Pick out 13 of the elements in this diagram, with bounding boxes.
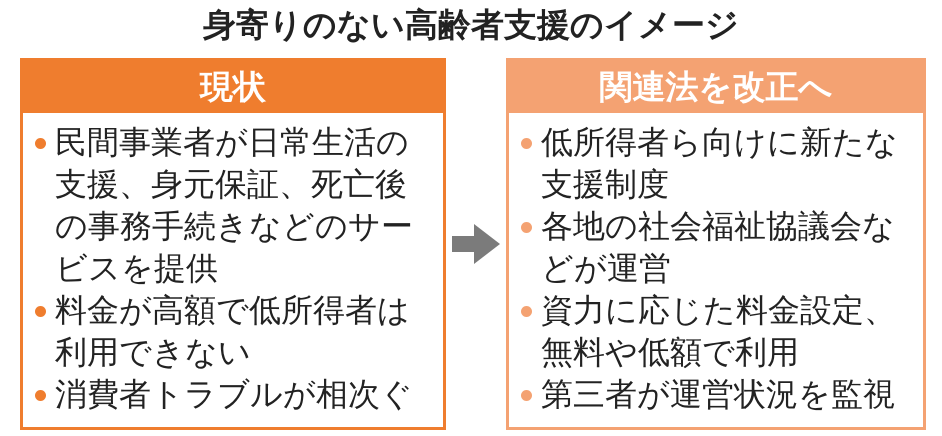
panel: [20, 58, 446, 430]
bullet-text: 低所得者ら向けに新たな支援制度: [541, 123, 898, 203]
bullet-text: 各地の社会福祉協議会などが運営: [541, 207, 895, 287]
title: 身寄りのない高齢者支援のイメージ: [202, 4, 740, 46]
arrow: [452, 224, 500, 264]
panel-header: 現状: [23, 61, 443, 113]
bullet-text: 資力に応じた料金設定、無料や低額で利用: [541, 291, 896, 371]
panel: [506, 58, 926, 430]
bullet-text: 消費者トラブルが相次ぐ: [55, 375, 413, 413]
panel-header: 関連法を改正へ: [509, 61, 923, 113]
bullet-text: 民間事業者が日常生活の支援、身元保証、死亡後の事務手続きなどのサービスを提供: [55, 123, 413, 287]
bullet-text: 第三者が運営状況を監視: [541, 375, 895, 413]
bullet-text: 料金が高額で低所得者は利用できない: [55, 291, 410, 371]
